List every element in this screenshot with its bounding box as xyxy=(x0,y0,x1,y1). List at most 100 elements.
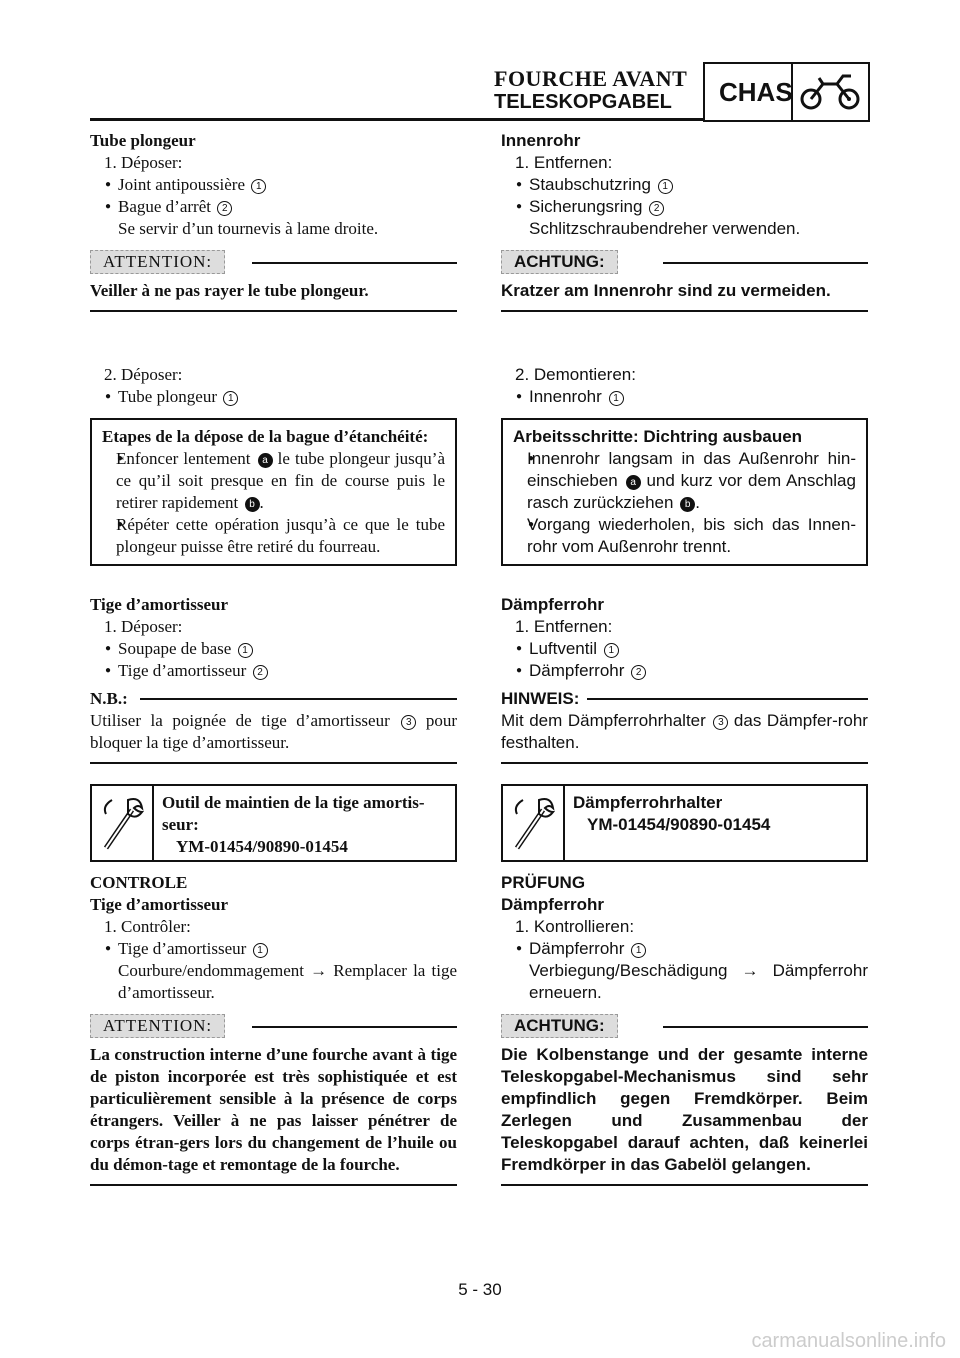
step: 1. Contrôler: xyxy=(104,917,191,936)
caution-text: La construction interne d’une fourche av… xyxy=(90,1045,457,1174)
nb-label: N.B.: xyxy=(90,689,128,708)
caution-label: ATTENTION: xyxy=(90,250,226,274)
reference-marker: 1 xyxy=(657,179,673,194)
nb-label: HINWEIS: xyxy=(501,689,580,708)
list-item-text: und kurz vor dem Anschlag rasch zurückzi… xyxy=(527,471,856,512)
caution-header: ATTENTION: xyxy=(90,1012,457,1040)
list-item-text: Staubschutzring xyxy=(529,175,651,194)
nb-text-part: Utiliser la poignée de tige d’amortisseu… xyxy=(90,711,390,730)
header-title-de: TELESKOPGABEL xyxy=(494,91,672,113)
special-tool-box: Dämpferrohrhalter YM-01454/90890-01454 xyxy=(501,784,868,862)
watermark: carmanualsonline.info xyxy=(751,1330,946,1352)
list-item-text: Joint antipoussière xyxy=(118,175,246,194)
procedure-title: Etapes de la dépose de la bague d’étanch… xyxy=(102,427,429,446)
note: Verbiegung/Beschädigung → Dämpferrohr er… xyxy=(529,961,868,1002)
wrench-icon xyxy=(103,798,145,850)
procedure-title: Arbeitsschritte: Dichtring ausbauen xyxy=(513,427,803,446)
caution-header: ACHTUNG: xyxy=(501,248,868,276)
reference-marker: 2 xyxy=(252,665,268,680)
header-title-fr: FOURCHE AVANT xyxy=(494,66,688,91)
list-item-text: Sicherungsring xyxy=(529,197,643,216)
step: 2. Demontieren: xyxy=(515,365,636,384)
caution-text: Veiller à ne pas rayer le tube plongeur. xyxy=(90,281,369,300)
section-badge: CHAS xyxy=(703,62,870,122)
list-item-text: Enfoncer lentement xyxy=(116,449,251,468)
tool-code: YM-01454/90890-01454 xyxy=(587,815,771,834)
heading: CONTROLE xyxy=(90,873,188,892)
note: Schlitzschraubendreher verwenden. xyxy=(529,219,801,238)
list-item-text: Tige d’amortisseur xyxy=(118,661,247,680)
caution-text: Die Kolbenstange und der gesamte interne… xyxy=(501,1045,868,1174)
list-item: Dämpferrohr 2 xyxy=(501,660,868,682)
tool-icon-cell xyxy=(503,786,565,860)
note: Se servir d’un tournevis à lame droite. xyxy=(118,219,379,238)
list-item-text: Tige d’amortisseur xyxy=(118,939,247,958)
reference-marker: 2 xyxy=(649,201,665,216)
reference-marker: 1 xyxy=(251,179,267,194)
reference-marker: 2 xyxy=(631,665,647,680)
reference-marker: 3 xyxy=(713,715,729,730)
tool-name: Dämpferrohrhalter xyxy=(573,793,723,812)
list-item: Luftventil 1 xyxy=(501,638,868,660)
nb-text-part: pour bloquer la tige d’amortisseur. xyxy=(90,711,458,752)
reference-marker: b xyxy=(680,497,696,512)
procedure-box: Arbeitsschritte: Dichtring ausbauen Inne… xyxy=(501,418,868,566)
nb-text-part: das Dämpfer-rohr festhalten. xyxy=(501,711,868,752)
procedure-box: Etapes de la dépose de la bague d’étanch… xyxy=(90,418,457,566)
heading: Tige d’amortisseur xyxy=(90,895,229,914)
reference-marker: b xyxy=(244,497,260,512)
list-item-text: Soupape de base xyxy=(118,639,232,658)
reference-marker: 1 xyxy=(237,643,253,658)
step: 1. Entfernen: xyxy=(515,153,613,172)
reference-marker: 1 xyxy=(631,943,647,958)
list-item-text: Innenrohr xyxy=(529,387,602,406)
list-item: Répéter cette opération jusqu’à ce que l… xyxy=(102,514,445,558)
list-item: Sicherungsring 2 xyxy=(501,196,868,218)
list-item: Soupape de base 1 xyxy=(90,638,457,660)
tool-name: Outil de maintien de la tige amortis-seu… xyxy=(162,793,425,834)
caution-header: ACHTUNG: xyxy=(501,1012,868,1040)
tool-text: Outil de maintien de la tige amortis-seu… xyxy=(162,792,447,858)
caution-label: ATTENTION: xyxy=(90,1014,226,1038)
nb-header: N.B.: xyxy=(90,688,457,710)
reference-marker: 1 xyxy=(223,391,239,406)
list-item-text: Dämpferrohr xyxy=(529,661,625,680)
list-item-text: Bague d’arrêt xyxy=(118,197,211,216)
step: 1. Déposer: xyxy=(104,617,183,636)
list-item-text: Luftventil xyxy=(529,639,598,658)
heading: Tube plongeur xyxy=(90,131,196,150)
reference-marker: 1 xyxy=(252,943,268,958)
page-number: 5 - 30 xyxy=(458,1280,502,1299)
reference-marker: a xyxy=(257,453,273,468)
reference-marker: a xyxy=(625,475,641,490)
nb-text: Mit dem Dämpferrohrhalter 3 das Dämpfer-… xyxy=(501,710,868,754)
tool-icon-cell xyxy=(92,786,154,860)
tool-code: YM-01454/90890-01454 xyxy=(176,837,348,856)
list-item: Innenrohr 1 xyxy=(501,386,868,408)
heading: Dämpferrohr xyxy=(501,595,604,614)
caution-text: Kratzer am Innenrohr sind zu vermeiden. xyxy=(501,281,831,300)
tool-text: Dämpferrohrhalter YM-01454/90890-01454 xyxy=(573,792,858,836)
step: 1. Kontrollieren: xyxy=(515,917,635,936)
list-item: Dämpferrohr 1 xyxy=(501,938,868,960)
heading: Innenrohr xyxy=(501,131,581,150)
list-item: Tube plongeur 1 xyxy=(90,386,457,408)
list-item-text: Dämpferrohr xyxy=(529,939,625,958)
list-item: Innenrohr langsam in das Außenrohr hin-e… xyxy=(513,448,856,514)
list-item: Tige d’amortisseur 2 xyxy=(90,660,457,682)
header-rule xyxy=(90,118,703,121)
wrench-icon xyxy=(514,798,556,850)
heading: Dämpferrohr xyxy=(501,895,604,914)
step: 2. Déposer: xyxy=(104,365,183,384)
reference-marker: 1 xyxy=(608,391,624,406)
heading: Tige d’amortisseur xyxy=(90,595,229,614)
column-german: Innenrohr 1. Entfernen: Staubschutzring … xyxy=(501,130,868,1186)
list-item: Joint antipoussière 1 xyxy=(90,174,457,196)
reference-marker: 1 xyxy=(603,643,619,658)
list-item-text: Tube plongeur xyxy=(118,387,218,406)
nb-header: HINWEIS: xyxy=(501,688,868,710)
list-item: Vorgang wiederholen, bis sich das Innen-… xyxy=(513,514,856,558)
note: Courbure/endommagement → Remplacer la ti… xyxy=(118,961,457,1002)
section-label: CHAS xyxy=(719,77,793,107)
list-item: Staubschutzring 1 xyxy=(501,174,868,196)
